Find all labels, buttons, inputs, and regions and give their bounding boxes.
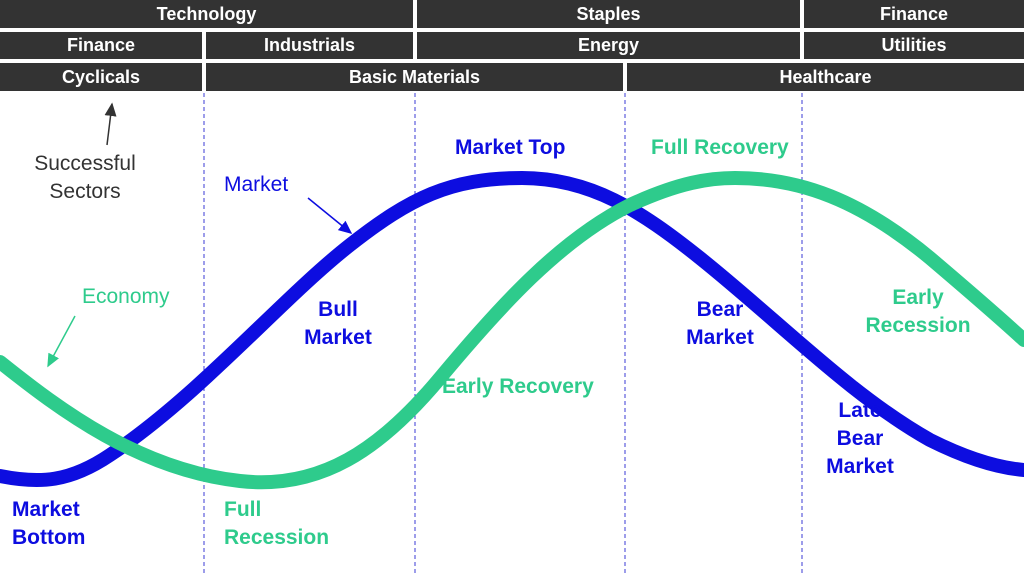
bull-market-label: Bull Market xyxy=(304,298,372,349)
economy-curve xyxy=(0,170,1024,490)
sector-bar-cyclicals: Cyclicals xyxy=(0,63,202,91)
sector-label: Healthcare xyxy=(779,66,872,87)
sector-bar-industrials: Industrials xyxy=(206,32,413,59)
market-bottom-label: Market Bottom xyxy=(12,498,86,549)
sector-label: Basic Materials xyxy=(348,66,481,87)
sector-bar-energy: Energy xyxy=(417,32,800,59)
successful-sectors-label: Successful Sectors xyxy=(34,152,136,203)
sector-bar-finance: Finance xyxy=(0,32,202,59)
sector-bar-basic-materials: Basic Materials xyxy=(206,63,623,91)
sector-label: Finance xyxy=(66,35,136,55)
sector-bar-healthcare: Healthcare xyxy=(627,63,1024,91)
early-recession-label: Early Recession xyxy=(865,286,971,337)
sectors-arrow xyxy=(104,102,117,146)
sector-bar-utilities: Utilities xyxy=(804,32,1024,59)
market-curve xyxy=(0,170,1024,488)
economy-arrow xyxy=(47,315,76,368)
sector-label: Staples xyxy=(576,3,641,24)
market-label: Market xyxy=(224,173,289,196)
market-top-label: Market Top xyxy=(455,136,566,159)
bear-market-label: Bear Market xyxy=(686,298,754,349)
full-recession-label: Full Recession xyxy=(224,498,330,549)
sector-bar-staples: Staples xyxy=(417,0,800,28)
full-recovery-label: Full Recovery xyxy=(651,136,789,159)
sector-label: Industrials xyxy=(263,35,356,55)
sector-bar-finance-top: Finance xyxy=(804,0,1024,28)
economy-label: Economy xyxy=(82,285,170,308)
sector-label: Cyclicals xyxy=(61,66,141,87)
sector-bar-technology: Technology xyxy=(0,0,413,28)
sector-label: Energy xyxy=(577,35,640,55)
early-recovery-label: Early Recovery xyxy=(442,375,594,398)
sector-label: Finance xyxy=(879,3,949,24)
late-bear-market-label: Late Bear Market xyxy=(826,399,894,478)
sector-label: Utilities xyxy=(881,35,947,55)
market-arrow xyxy=(307,197,353,234)
sector-label: Technology xyxy=(156,3,257,24)
